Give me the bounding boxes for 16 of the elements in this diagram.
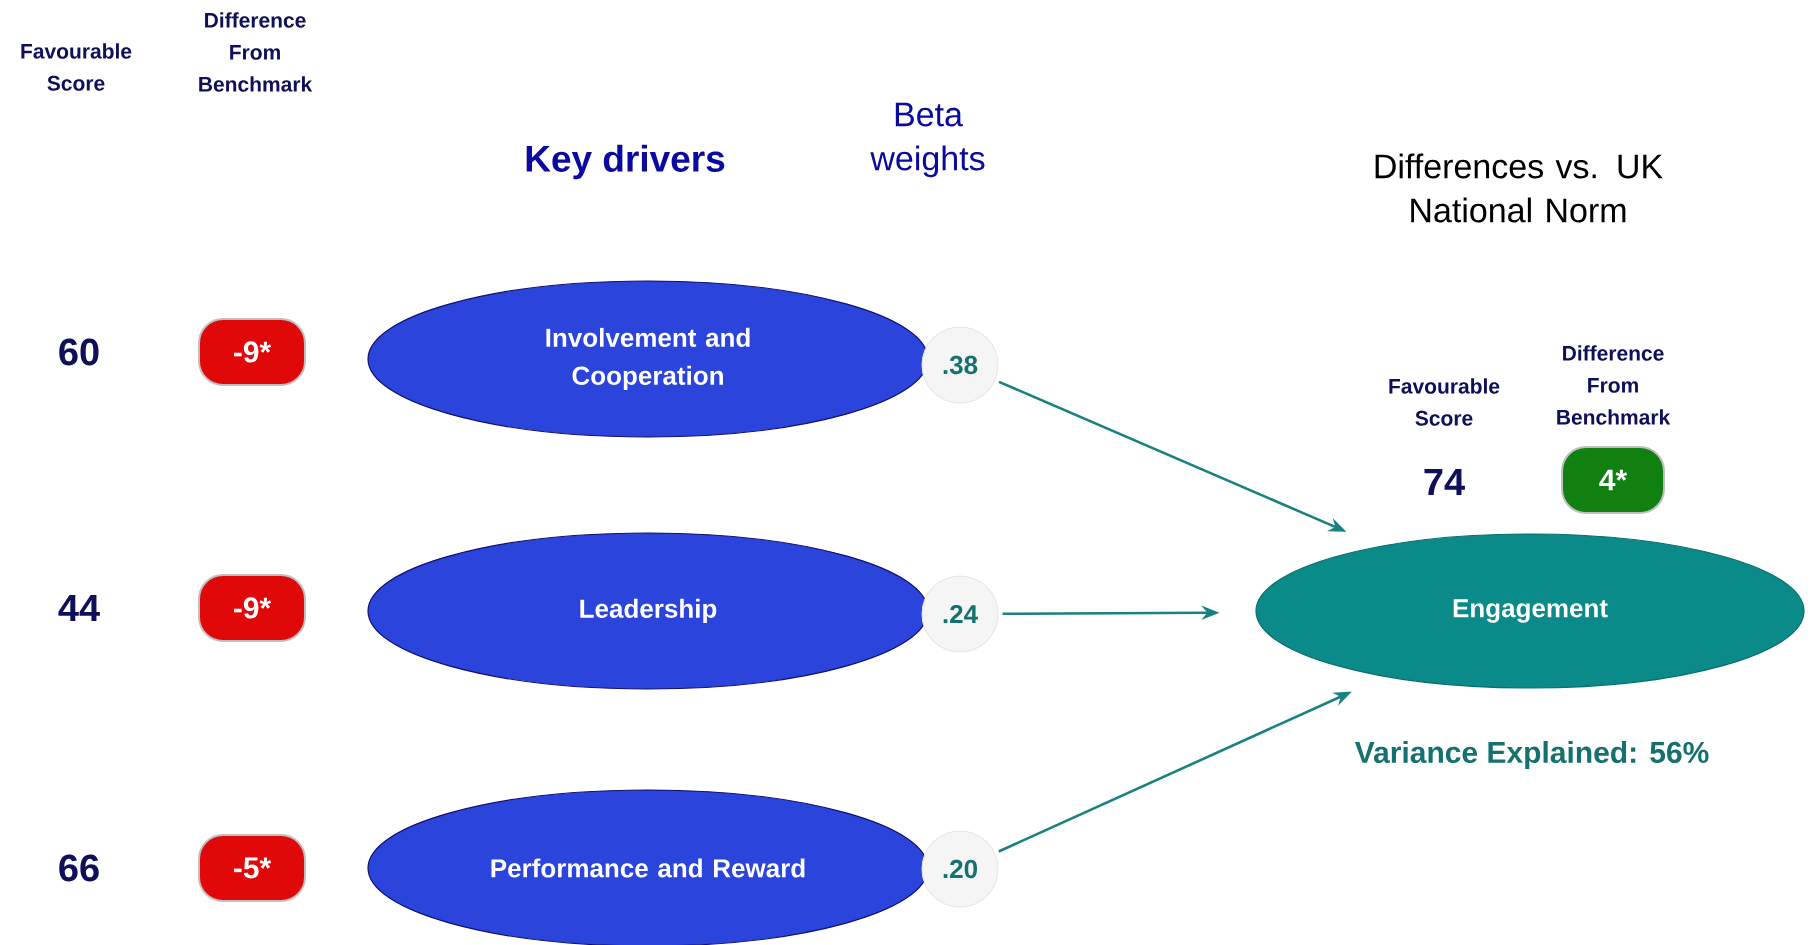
heading: Differences vs. UK National Norm [1375, 153, 1663, 223]
column-header: Favourable Score [21, 43, 132, 91]
column-header: Difference From Benchmark [1557, 345, 1671, 425]
heading: Beta weights [870, 102, 985, 178]
score-value: 66 [59, 854, 99, 882]
heading: Key drivers [526, 144, 725, 180]
score-value: 44 [58, 594, 100, 622]
difference-badge: -9* [198, 574, 306, 642]
difference-badge: 4* [1561, 446, 1665, 514]
score-value: 60 [59, 338, 99, 366]
variance-note: Variance Explained: 56% [1354, 741, 1709, 769]
difference-badge: -9* [198, 318, 306, 386]
score-value: 74 [1424, 468, 1465, 496]
column-header: Favourable Score [1389, 378, 1500, 426]
difference-badge: -5* [198, 834, 306, 902]
column-header: Difference From Benchmark [199, 12, 313, 92]
